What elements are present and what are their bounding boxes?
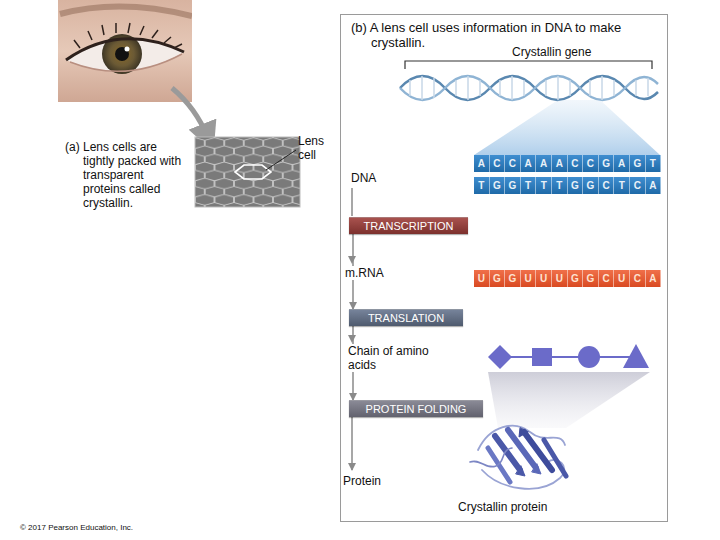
dna-base: C bbox=[505, 155, 521, 172]
dna-base: G bbox=[568, 177, 584, 194]
molecule-label: Protein bbox=[343, 474, 403, 488]
gene-label: Crystallin gene bbox=[512, 45, 622, 59]
rna-base: G bbox=[505, 270, 521, 287]
process-name: TRANSLATION bbox=[349, 310, 463, 326]
dna-base: A bbox=[521, 155, 537, 172]
dna-base: A bbox=[552, 155, 568, 172]
dna-base: G bbox=[505, 177, 521, 194]
part-label: Lens cell bbox=[298, 134, 332, 162]
highlight bbox=[125, 47, 130, 52]
peptide-bond bbox=[500, 356, 636, 358]
dna-base: C bbox=[568, 155, 584, 172]
rna-base: A bbox=[646, 270, 662, 287]
zoom-arrow bbox=[172, 88, 208, 138]
dna-base: A bbox=[614, 155, 630, 172]
dna-base: A bbox=[646, 177, 662, 194]
dna-base: C bbox=[490, 155, 506, 172]
pupil bbox=[115, 47, 129, 61]
dna-base: G bbox=[583, 177, 599, 194]
strand-head bbox=[519, 428, 528, 437]
amino-square bbox=[532, 348, 552, 366]
process-name: PROTEIN FOLDING bbox=[349, 401, 483, 417]
dna-base: T bbox=[614, 177, 630, 194]
rna-base: U bbox=[614, 270, 630, 287]
rna-base: U bbox=[536, 270, 552, 287]
dna-base: T bbox=[536, 177, 552, 194]
molecule-label: Chain of amino acids bbox=[348, 344, 452, 372]
copyright-note: © 2017 Pearson Education, Inc. bbox=[20, 523, 220, 533]
process-band: TRANSCRIPTION bbox=[349, 217, 468, 234]
dna-base: C bbox=[599, 177, 615, 194]
lower-lid bbox=[70, 54, 182, 71]
process-name: TRANSCRIPTION bbox=[349, 218, 468, 234]
rna-base: C bbox=[599, 270, 615, 287]
skin bbox=[58, 0, 192, 102]
rna-base: U bbox=[521, 270, 537, 287]
process-band: TRANSLATION bbox=[349, 309, 463, 326]
rna-base: U bbox=[552, 270, 568, 287]
panel-caption: (a) Lens cells are tightly packed with t… bbox=[65, 140, 187, 210]
panel-heading: (b) A lens cell uses information in DNA … bbox=[351, 20, 663, 50]
rna-base: U bbox=[474, 270, 490, 287]
flow-line bbox=[351, 415, 353, 470]
dna-base: C bbox=[583, 155, 599, 172]
illustration-caption: Crystallin protein bbox=[458, 500, 578, 514]
dna-base: G bbox=[490, 177, 506, 194]
highlighted-cell bbox=[235, 165, 271, 179]
leader-line bbox=[266, 150, 296, 170]
flow-line bbox=[351, 188, 353, 216]
molecule-label: m.RNA bbox=[345, 266, 389, 280]
eyebrow bbox=[60, 6, 192, 16]
dna-base: C bbox=[630, 177, 646, 194]
rna-base: G bbox=[490, 270, 506, 287]
eye-photo bbox=[58, 0, 192, 102]
dna-base: T bbox=[521, 177, 537, 194]
rna-base: C bbox=[630, 270, 646, 287]
dna-base: T bbox=[552, 177, 568, 194]
lens-cells-image bbox=[195, 137, 300, 207]
dna-base: T bbox=[474, 177, 490, 194]
rna-base: G bbox=[583, 270, 599, 287]
dna-base: A bbox=[474, 155, 490, 172]
eyelashes bbox=[74, 23, 182, 48]
dna-base: T bbox=[646, 155, 662, 172]
amino-circle bbox=[578, 346, 600, 368]
dna-base: G bbox=[599, 155, 615, 172]
process-band: PROTEIN FOLDING bbox=[349, 400, 483, 417]
rna-base: G bbox=[568, 270, 584, 287]
dna-base: G bbox=[630, 155, 646, 172]
molecule-label: DNA bbox=[351, 171, 391, 185]
dna-base: A bbox=[536, 155, 552, 172]
